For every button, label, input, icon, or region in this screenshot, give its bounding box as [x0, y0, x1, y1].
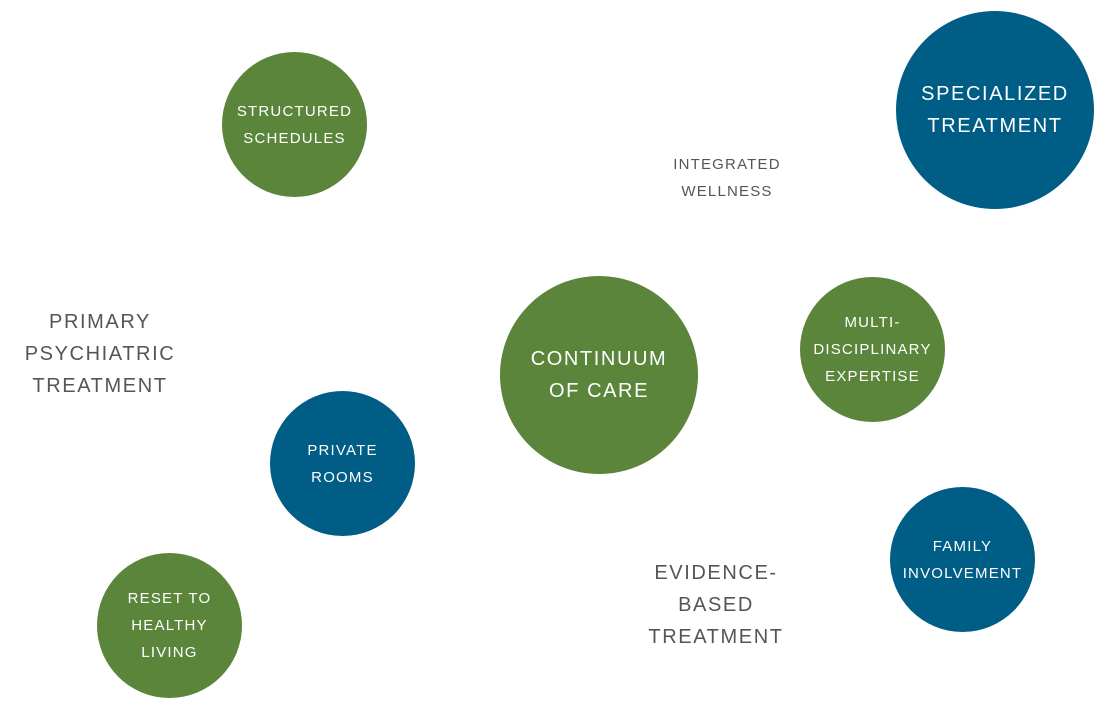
circle-label-specialized-treatment: Specialized Treatment — [921, 83, 1069, 137]
circle-label-multidisciplinary-expertise: Multi- Disciplinary Expertise — [813, 314, 932, 385]
circle-label-private-rooms: Private Rooms — [307, 441, 378, 486]
circle-label-family-involvement: Family Involvement — [902, 537, 1023, 582]
circle-reset-to-healthy-living: Reset to Healthy Living — [97, 553, 242, 698]
label-integrated-wellness: Integrated Wellness — [673, 156, 781, 200]
label-primary-psychiatric-treatment: Primary Psychiatric Treatment — [24, 311, 176, 397]
circle-continuum-of-care: Continuum of Care — [500, 276, 698, 474]
circle-label-structured-schedules: Structured Schedules — [236, 102, 353, 147]
circle-structured-schedules: Structured Schedules — [222, 52, 367, 197]
circle-private-rooms: Private Rooms — [270, 391, 415, 536]
circle-label-continuum-of-care: Continuum of Care — [530, 348, 668, 402]
circle-family-involvement: Family Involvement — [890, 487, 1035, 632]
circle-label-reset-to-healthy-living: Reset to Healthy Living — [127, 590, 212, 661]
circle-specialized-treatment: Specialized Treatment — [896, 11, 1094, 209]
label-evidence-based-treatment: Evidence- Based Treatment — [648, 562, 784, 648]
circle-multidisciplinary-expertise: Multi- Disciplinary Expertise — [800, 277, 945, 422]
